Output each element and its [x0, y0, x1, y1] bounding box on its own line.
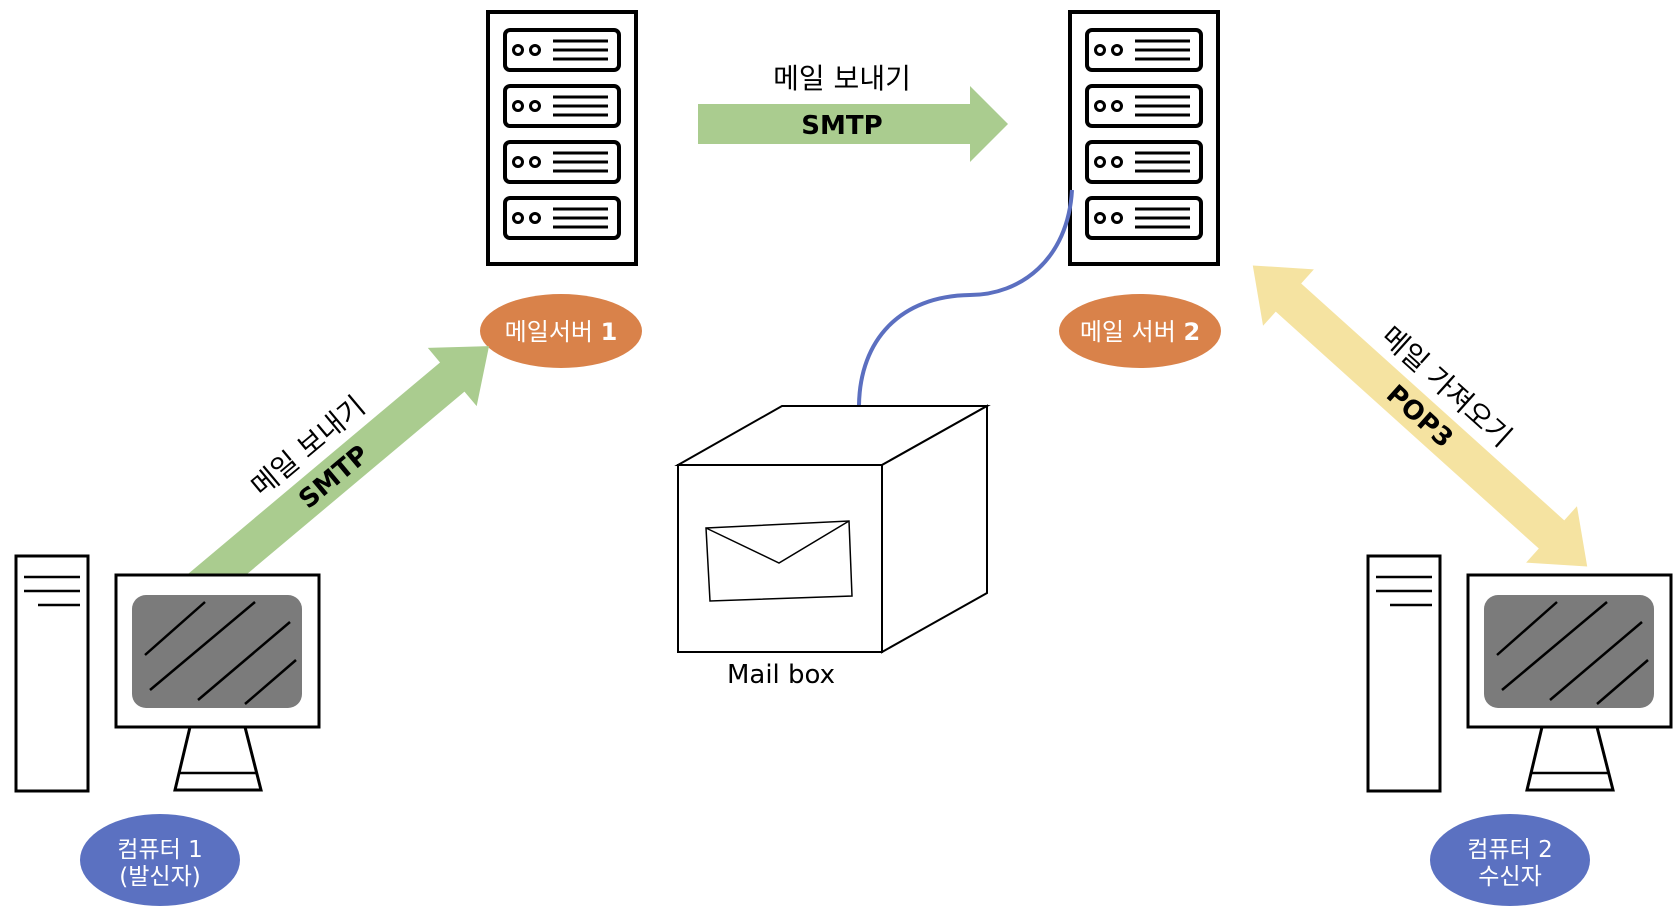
server-2-label: 메일 서버 [1080, 318, 1176, 346]
computer-1-role: (발신자) [119, 864, 200, 890]
envelope-icon [705, 520, 853, 602]
server-unit [503, 84, 621, 128]
computer-1-label: 컴퓨터 1 [117, 837, 202, 863]
monitor [114, 573, 321, 792]
server-unit [503, 140, 621, 184]
server-1-label: 메일서버 [505, 318, 593, 346]
computer-2-role: 수신자 [1478, 864, 1541, 890]
pop3-arrow-right: 메일 가져오기 POP3 [1252, 265, 1588, 567]
top-arrow-korean-label: 메일 보내기 [773, 62, 911, 95]
server-unit [503, 28, 621, 72]
mail-server-1-icon [486, 10, 638, 266]
server-unit [1085, 196, 1203, 240]
computer-1-icon [14, 554, 321, 793]
monitor [1466, 573, 1673, 792]
smtp-arrow-top: 메일 보내기 SMTP [698, 62, 1008, 162]
tower-case [14, 554, 90, 793]
server-1-badge: 메일서버 1 [480, 294, 642, 368]
server-2-number: 2 [1183, 318, 1200, 346]
server-mailbox-link-line [857, 189, 1074, 406]
computer-2-label: 컴퓨터 2 [1467, 837, 1552, 863]
server-unit [1085, 84, 1203, 128]
svg-text:메일서버 1: 메일서버 1 [505, 318, 618, 346]
server-unit [1085, 140, 1203, 184]
tower-case [1366, 554, 1442, 793]
top-arrow-protocol-label: SMTP [801, 111, 882, 141]
mailbox-icon [674, 404, 991, 654]
server-unit [1085, 28, 1203, 72]
server-2-badge: 메일 서버 2 [1059, 294, 1221, 368]
computer-2-icon [1366, 554, 1673, 793]
server-1-number: 1 [601, 318, 618, 346]
computer-2-badge: 컴퓨터 2 수신자 [1430, 814, 1590, 906]
server-unit [503, 196, 621, 240]
computer-1-badge: 컴퓨터 1 (발신자) [80, 814, 240, 906]
svg-text:메일 서버 2: 메일 서버 2 [1080, 318, 1200, 346]
mailbox-label: Mail box [727, 660, 835, 690]
mail-server-2-icon [1068, 10, 1220, 266]
smtp-arrow-left: 메일 보내기 SMTP [187, 346, 490, 604]
